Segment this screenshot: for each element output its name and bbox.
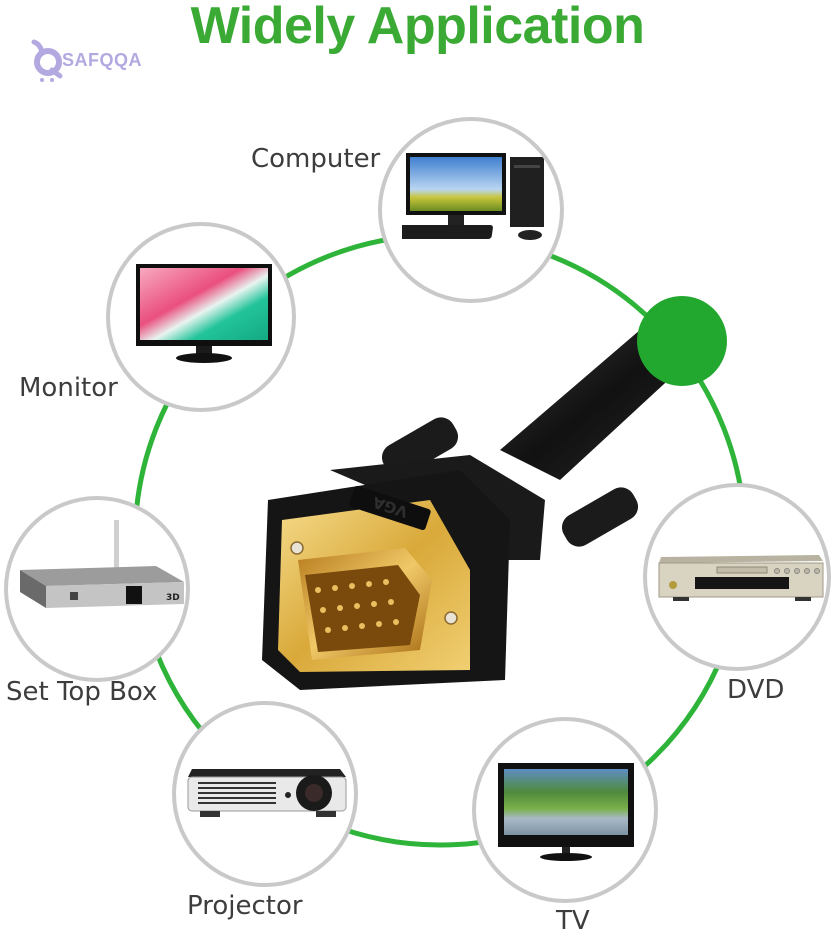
svg-text:3D: 3D [166,593,180,603]
desktop-computer-icon [402,153,544,240]
application-label-set-top-box: Set Top Box [6,677,158,707]
vga-cable-image: VGA [262,330,690,690]
monitor-icon [136,264,272,363]
application-node-tv [472,717,658,903]
dvd-player-icon [658,555,824,601]
projector-icon [187,769,347,817]
application-label-computer: Computer [251,144,381,174]
watermark-logo: SAFQQA [30,38,142,82]
application-node-dvd [643,483,831,671]
application-node-set-top-box: 3D [4,496,190,682]
application-label-dvd: DVD [727,675,785,705]
application-label-projector: Projector [187,891,303,921]
tv-icon [498,763,634,861]
application-node-projector [172,701,358,887]
application-label-tv: TV [556,906,590,936]
application-label-monitor: Monitor [19,373,118,403]
set-top-box-icon: 3D [20,520,184,608]
watermark-text: SAFQQA [62,49,143,70]
accent-dot [637,296,727,386]
application-node-computer [378,117,564,303]
application-node-monitor [106,222,296,412]
shopping-cart-logo-icon [31,39,63,82]
page-title: Widely Application [190,0,645,55]
